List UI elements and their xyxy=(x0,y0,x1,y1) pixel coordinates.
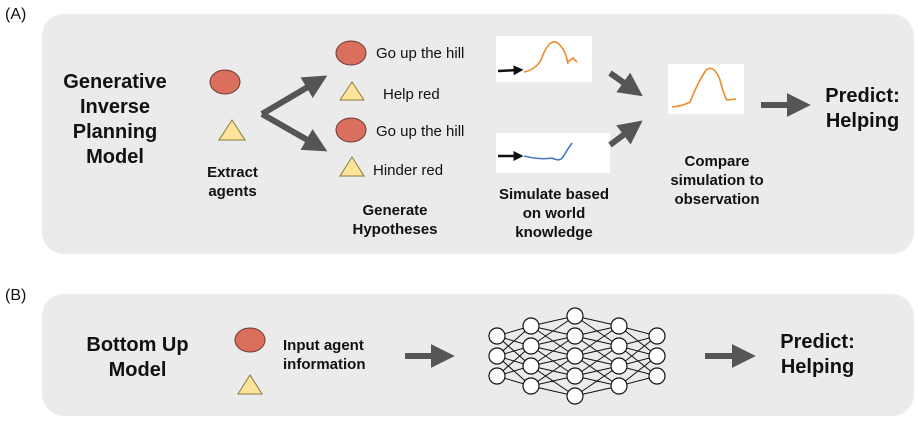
input-arrow-help xyxy=(497,65,524,76)
panel-b-background xyxy=(42,294,914,416)
hypothesis-1-circle-icon xyxy=(335,40,367,66)
input-red-agent-circle xyxy=(234,327,266,353)
simulate-label: Simulate based on world knowledge xyxy=(498,186,610,241)
panel-b-tag: (B) xyxy=(5,287,27,304)
hypothesis-2-relation: Hinder red xyxy=(373,162,444,179)
prediction-b: Predict: Helping xyxy=(780,331,855,378)
trajectory-observed-curve xyxy=(671,67,737,108)
input-agent-label: Input agent information xyxy=(283,337,366,373)
hypothesis-2-goal: Go up the hill xyxy=(376,123,465,140)
bottom-up-model-title: Bottom Up Model xyxy=(86,334,189,381)
generate-hypotheses-label: Generate Hypotheses xyxy=(352,202,438,238)
hypothesis-2-triangle-icon xyxy=(339,156,365,177)
hypothesis-1-goal: Go up the hill xyxy=(376,45,465,62)
neural-network-icon xyxy=(488,307,666,405)
yellow-agent-triangle xyxy=(218,119,246,141)
input-yellow-agent-triangle xyxy=(237,374,263,395)
generative-model-title: Generative Inverse Planning Model xyxy=(63,71,167,168)
arrow-help-to-compare xyxy=(608,70,643,97)
arrow-hinder-to-compare xyxy=(608,120,643,148)
trajectory-hinder-curve xyxy=(523,142,573,161)
branch-arrow-down xyxy=(260,111,328,152)
panel-a-tag: (A) xyxy=(5,6,27,23)
trajectory-help-curve xyxy=(523,41,578,73)
trajectory-help-thumbnail xyxy=(496,36,592,82)
compare-label: Compare simulation to observation xyxy=(670,153,764,208)
extract-agents-label: Extract agents xyxy=(207,164,258,200)
hypothesis-1-triangle-icon xyxy=(339,81,365,101)
hypothesis-2-circle-icon xyxy=(335,117,367,143)
panel-a-background xyxy=(42,14,914,254)
prediction-a: Predict: Helping xyxy=(825,85,900,132)
branch-arrow-up xyxy=(260,75,328,117)
hypothesis-1-relation: Help red xyxy=(383,86,440,103)
red-agent-circle xyxy=(209,69,241,95)
